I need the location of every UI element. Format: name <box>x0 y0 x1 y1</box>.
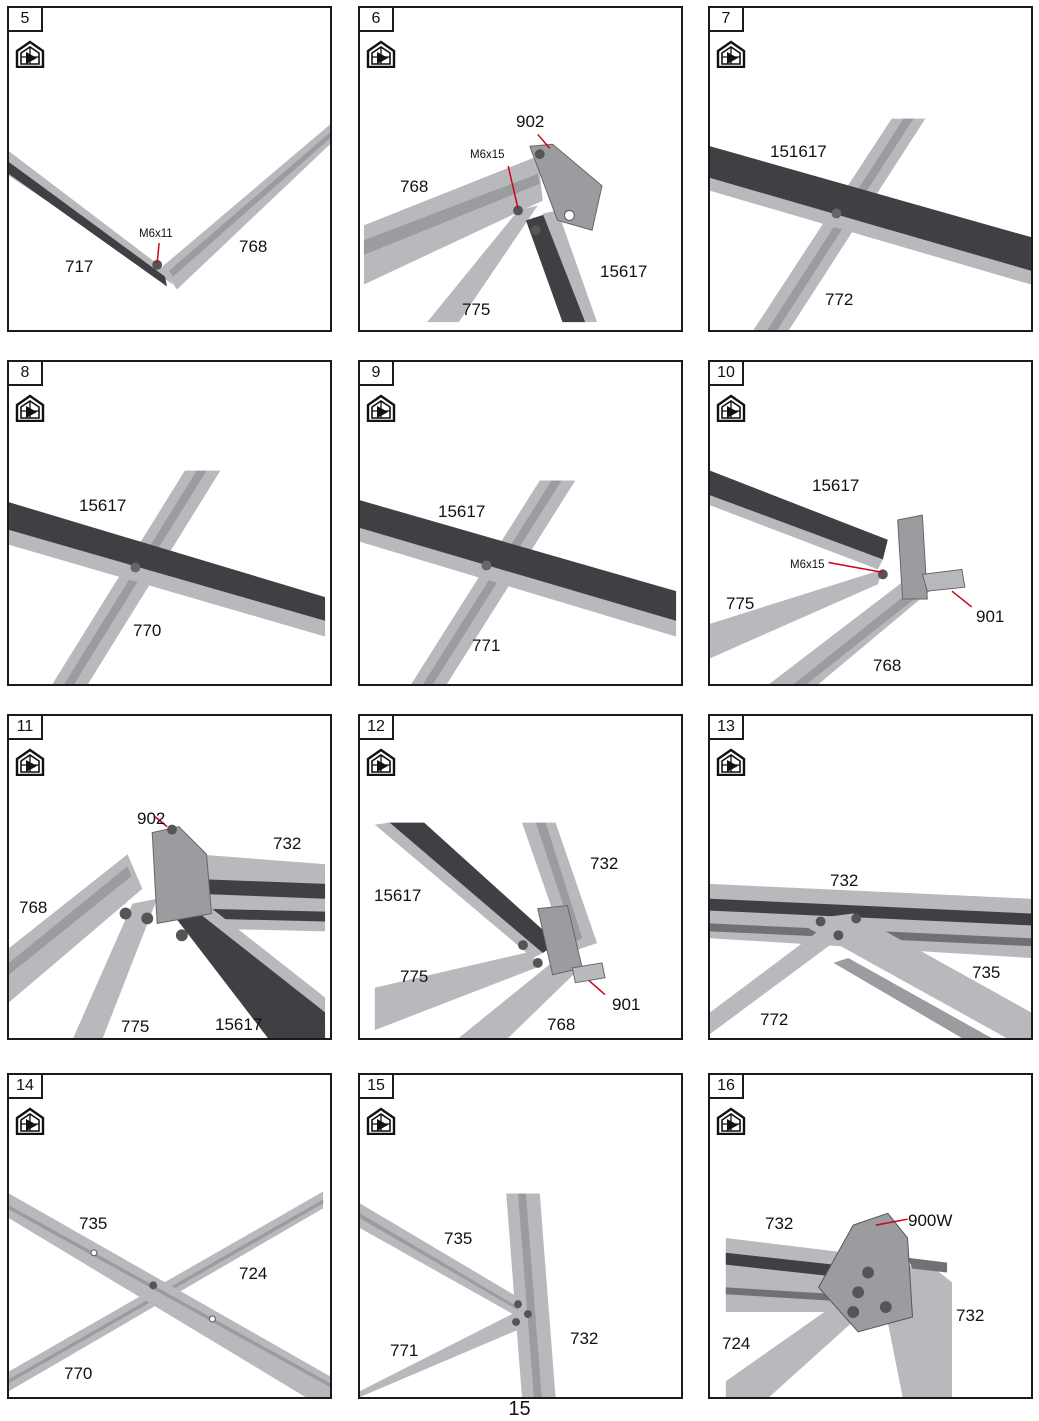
greenhouse-icon <box>366 748 396 776</box>
part-label: 735 <box>972 963 1001 982</box>
greenhouse-icon <box>716 394 746 422</box>
step-number: 7 <box>710 8 744 32</box>
assembly-illustration <box>710 118 1031 330</box>
step-number: 15 <box>360 1075 394 1099</box>
step-panel-5: 5 M6x11 717 768 <box>7 6 332 332</box>
greenhouse-icon <box>716 40 746 68</box>
part-label: 775 <box>726 594 755 613</box>
greenhouse-icon <box>366 40 396 68</box>
greenhouse-icon <box>15 748 45 776</box>
page-number: 15 <box>508 1398 531 1420</box>
step-panel-8: 8 15617 770 <box>7 360 332 686</box>
step-panel-6: 6 902 M6x15 768 15617 775 <box>358 6 683 332</box>
greenhouse-icon <box>15 394 45 422</box>
part-label: 768 <box>873 656 902 675</box>
part-label: 735 <box>79 1214 108 1233</box>
part-label: 770 <box>64 1364 93 1383</box>
assembly-illustration <box>363 133 603 323</box>
part-label: 768 <box>547 1015 576 1034</box>
greenhouse-icon <box>15 1107 45 1135</box>
step-panel-11: 11 902 732 768 775 15617 <box>7 714 332 1040</box>
greenhouse-icon <box>716 1107 746 1135</box>
greenhouse-icon <box>366 394 396 422</box>
greenhouse-icon <box>366 1107 396 1135</box>
part-label: 768 <box>19 898 48 917</box>
part-label: 15617 <box>215 1015 263 1034</box>
part-label: 900W <box>908 1211 953 1230</box>
step-panel-14: 14 735 724 770 <box>7 1073 332 1399</box>
step-panel-12: 12 732 15617 775 901 768 <box>358 714 683 1040</box>
step-number: 16 <box>710 1075 744 1099</box>
part-label: 772 <box>825 290 854 309</box>
part-label: 724 <box>239 1264 268 1283</box>
part-label: 775 <box>462 300 491 319</box>
assembly-illustration <box>360 1193 556 1397</box>
fastener-label: M6x15 <box>790 559 825 571</box>
step-panel-13: 13 732 735 772 <box>708 714 1033 1040</box>
part-label: 732 <box>570 1329 599 1348</box>
assembly-illustration <box>360 480 677 684</box>
part-label: 771 <box>390 1341 419 1360</box>
part-label: 732 <box>765 1214 794 1233</box>
part-label: 732 <box>830 871 859 890</box>
step-panel-7: 7 151617 772 <box>708 6 1033 332</box>
part-label: 902 <box>516 112 545 131</box>
part-label: 717 <box>65 257 94 276</box>
fastener-label: M6x11 <box>139 228 173 240</box>
part-label: 15617 <box>438 502 486 521</box>
step-number: 6 <box>360 8 394 32</box>
step-number: 13 <box>710 716 744 740</box>
assembly-illustration <box>710 883 1031 1038</box>
part-label: 732 <box>956 1306 985 1325</box>
part-label: 724 <box>722 1334 751 1353</box>
part-label: 902 <box>137 809 166 828</box>
part-label: 768 <box>239 237 268 256</box>
assembly-illustration <box>710 470 973 684</box>
part-label: 15617 <box>374 886 422 905</box>
part-label: 15617 <box>812 476 860 495</box>
step-number: 8 <box>9 362 43 386</box>
step-number: 10 <box>710 362 744 386</box>
fastener-label: M6x15 <box>470 149 505 161</box>
assembly-illustration <box>9 470 326 684</box>
part-label: 768 <box>400 177 429 196</box>
step-panel-10: 10 15617 M6x15 775 901 768 <box>708 360 1033 686</box>
greenhouse-icon <box>716 748 746 776</box>
step-number: 5 <box>9 8 43 32</box>
part-label: 732 <box>590 854 619 873</box>
part-label: 15617 <box>79 496 127 515</box>
part-label: 901 <box>612 995 641 1014</box>
step-number: 14 <box>9 1075 43 1099</box>
part-label: 901 <box>976 607 1005 626</box>
step-panel-16: 16 732 900W 724 732 <box>708 1073 1033 1399</box>
step-number: 11 <box>9 716 43 740</box>
part-label: 772 <box>760 1010 789 1029</box>
greenhouse-icon <box>15 40 45 68</box>
step-number: 9 <box>360 362 394 386</box>
assembly-illustration <box>9 1191 330 1397</box>
step-panel-9: 9 15617 771 <box>358 360 683 686</box>
part-label: 775 <box>121 1017 150 1036</box>
assembly-illustration <box>374 822 606 1038</box>
assembly-illustration <box>725 1212 952 1397</box>
part-label: 771 <box>472 636 501 655</box>
step-number: 12 <box>360 716 394 740</box>
assembly-illustration <box>9 816 326 1038</box>
step-panel-15: 15 735 771 732 <box>358 1073 683 1399</box>
part-label: 732 <box>273 834 302 853</box>
part-label: 151617 <box>770 142 827 161</box>
assembly-illustration <box>9 124 330 290</box>
part-label: 770 <box>133 621 162 640</box>
part-label: 735 <box>444 1229 473 1248</box>
part-label: 775 <box>400 967 429 986</box>
part-label: 15617 <box>600 262 648 281</box>
